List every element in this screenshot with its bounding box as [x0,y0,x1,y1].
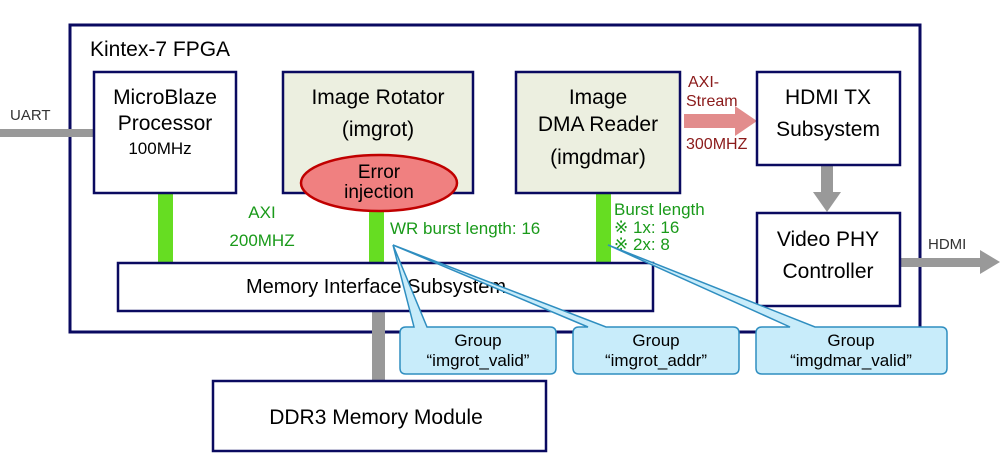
imgdmar-line1: Image [569,86,627,109]
wr-burst-label: WR burst length: 16 [390,219,540,238]
axi-freq-label: 200MHZ [229,231,294,250]
imgrot-line2: (imgrot) [342,118,414,141]
microblaze-freq: 100MHz [128,139,191,158]
microblaze-axi-bus [158,193,173,263]
hdmi-tx-line1: HDMI TX [785,86,871,109]
uart-bus [0,129,94,137]
callout-imgdmar-valid-line2: “imgdmar_valid” [790,351,912,370]
burst-2x-label: ※ 2x: 8 [614,235,670,254]
callout-imgrot-addr-line1: Group [632,331,679,350]
axi-stream-line1: AXI- [688,74,719,91]
video-phy-line2: Controller [782,260,873,283]
video-phy-block [755,211,902,308]
fpga-title: Kintex-7 FPGA [90,38,230,61]
error-injection-line1: Error [358,162,401,183]
video-phy-line1: Video PHY [777,228,879,251]
ddr3-label: DDR3 Memory Module [269,406,483,429]
axi-stream-bus [684,114,737,128]
uart-label: UART [10,107,51,124]
callout-imgrot-addr [392,244,740,375]
axi-label: AXI [248,203,275,222]
microblaze-line2: Processor [118,112,213,135]
hdmi-tx-line2: Subsystem [776,118,880,141]
microblaze-line1: MicroBlaze [113,86,217,109]
hdmi-label: HDMI [928,236,966,253]
imgrot-line1: Image Rotator [311,86,444,109]
burst-1x-label: ※ 1x: 16 [614,218,679,237]
callout-imgrot-valid-line2: “imgrot_valid” [427,351,530,370]
error-injection-line2: injection [344,182,414,203]
axi-stream-line2: Stream [686,93,738,110]
callout-imgrot-valid-line1: Group [454,331,501,350]
burst-length-title: Burst length [614,200,705,219]
axi-stream-arrowhead [735,106,757,136]
hdmi-out-arrowhead [980,250,1000,274]
error-injection-badge [299,153,459,213]
mem-if-label: Memory Interface Subsystem [246,276,506,298]
callout-imgdmar-valid-line1: Group [827,331,874,350]
callout-imgdmar-valid [607,244,948,375]
ddr3-block [211,379,548,453]
microblaze-block [92,70,238,195]
mem-to-ddr-bus [372,311,385,381]
imgdmar-line3: (imgdmar) [550,146,646,169]
hdmi-to-phy-bus [821,165,833,195]
axi-stream-freq: 300MHZ [686,136,748,153]
mem-if-block [116,261,655,313]
imgdmar-block [514,70,682,195]
callout-imgrot-addr-line2: “imgrot_addr” [605,351,707,370]
imgdmar-axi-bus [596,193,611,263]
hdmi-tx-block [755,70,902,167]
imgdmar-line2: DMA Reader [538,113,658,136]
hdmi-out-bus [900,258,982,267]
hdmi-to-phy-arrowhead [813,192,841,212]
callout-imgrot-valid [392,244,557,375]
